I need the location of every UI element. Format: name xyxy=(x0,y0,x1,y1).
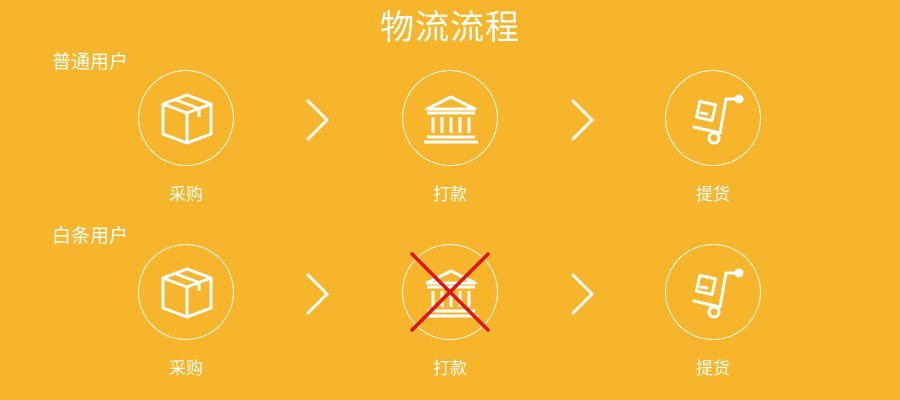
page-title: 物流流程 xyxy=(380,8,520,48)
chevron-right-icon xyxy=(571,273,594,315)
step-label-payment: 打款 xyxy=(433,185,467,205)
row-label-regular-user: 普通用户 xyxy=(52,51,129,73)
chevron-right-icon xyxy=(571,99,594,141)
package-box-icon xyxy=(161,267,213,319)
step-circle-purchase xyxy=(138,244,234,340)
package-box-icon xyxy=(161,93,213,145)
step-label-pickup: 提货 xyxy=(696,185,730,205)
bank-icon xyxy=(424,95,478,144)
step-circle-payment xyxy=(402,70,498,166)
step-circle-purchase xyxy=(138,70,234,166)
cross-out-icon xyxy=(410,252,490,332)
hand-truck-icon xyxy=(692,94,744,145)
step-label-purchase: 采购 xyxy=(169,185,203,205)
chevron-right-icon xyxy=(306,273,329,315)
hand-truck-icon xyxy=(692,268,744,319)
row-label-credit-user: 白条用户 xyxy=(52,225,129,247)
step-label-pickup: 提货 xyxy=(696,359,730,379)
step-circle-pickup xyxy=(665,70,761,166)
step-label-purchase: 采购 xyxy=(169,359,203,379)
chevron-right-icon xyxy=(306,99,329,141)
step-circle-pickup xyxy=(665,244,761,340)
step-label-payment: 打款 xyxy=(433,359,467,379)
